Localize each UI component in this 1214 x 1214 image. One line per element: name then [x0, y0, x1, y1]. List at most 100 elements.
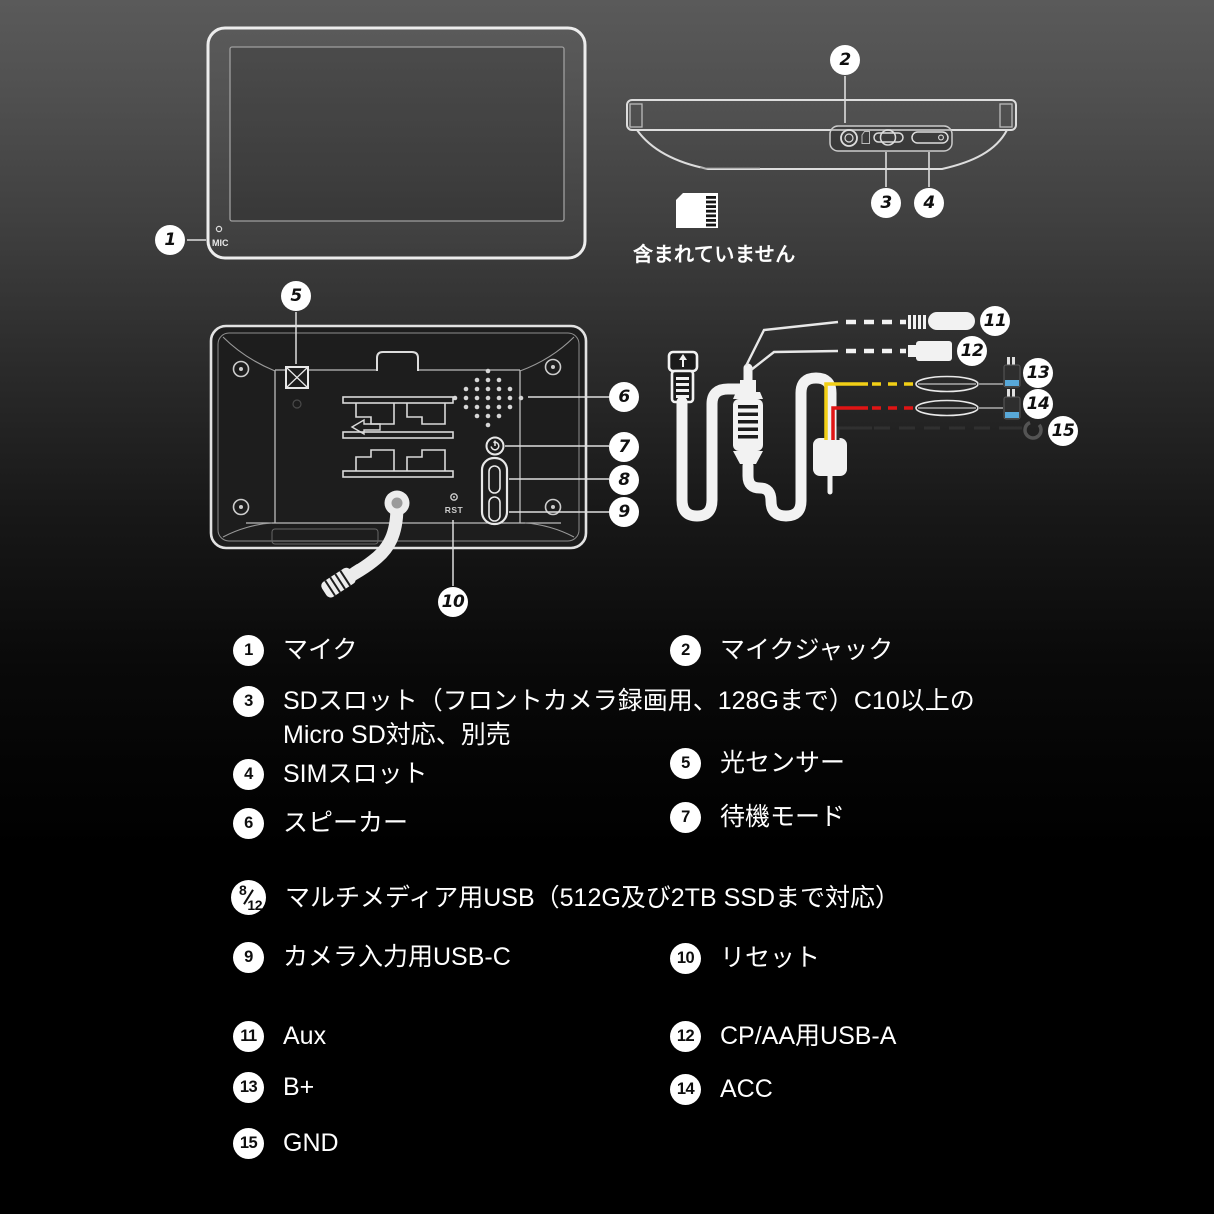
fuse-box-icon [813, 438, 847, 495]
slide-arrow-icon [350, 418, 381, 436]
legend-badge-4: 4 [233, 758, 264, 790]
callout-badge-1: 1 [155, 225, 185, 255]
light-sensor-icon [285, 366, 309, 409]
legend-label-10: リセット [720, 944, 821, 972]
callout-badge-8: 8 [609, 465, 639, 495]
callout-badge-5: 5 [281, 281, 311, 311]
callout-badge-12: 12 [957, 336, 987, 366]
mount-tab [376, 351, 419, 371]
legend-item-6: 6 スピーカー [233, 806, 408, 840]
legend-label-9: カメラ入力用USB-C [283, 943, 511, 971]
mic-hole-icon [215, 225, 223, 233]
legend-item-13: 13 B+ [233, 1070, 314, 1104]
legend-label-15: GND [283, 1129, 339, 1157]
callout-badge-7: 7 [609, 432, 639, 462]
power-button-icon [485, 436, 505, 456]
legend-label-8-12: マルチメディア用USB（512G及び2TB SSDまで対応） [285, 883, 901, 912]
screw-icons [232, 358, 562, 516]
usbc-port-icon [488, 496, 501, 522]
usba-plug-icon [846, 341, 952, 361]
legend-label-13: B+ [283, 1073, 315, 1101]
legend-badge-15: 15 [233, 1127, 264, 1159]
reset-hole-icon: RST [445, 493, 464, 515]
callout-badge-6: 6 [609, 382, 639, 412]
legend-item-14: 14 ACC [670, 1072, 773, 1106]
callout-badge-4: 4 [914, 188, 944, 218]
legend-item-10: 10 リセット [670, 941, 820, 975]
legend-badge-8-12-top: 8 [239, 882, 247, 898]
spade-connector-13-icon [1003, 357, 1021, 388]
gnd-wire [836, 420, 1043, 440]
bplus-wire [824, 375, 1003, 440]
legend-label-5: 光センサー [720, 749, 846, 777]
spade-connector-14-icon [1003, 389, 1021, 420]
front-screen [229, 46, 565, 222]
legend-item-4: 4 SIMスロット [233, 757, 427, 791]
mount-bracket-slots [342, 396, 454, 478]
back-callout-lines [295, 312, 609, 586]
camera-plug-icon [667, 350, 699, 404]
rst-label: RST [445, 505, 464, 515]
aux-plug-icon [846, 312, 975, 330]
main-connector-icon [733, 380, 763, 474]
legend-badge-13: 13 [233, 1071, 264, 1103]
legend-badge-8-12: 8 12 [231, 880, 266, 915]
legend-badge-10: 10 [670, 942, 701, 974]
legend-badge-1: 1 [233, 634, 264, 666]
legend-item-11: 11 Aux [233, 1019, 326, 1053]
power-harness [667, 312, 1043, 522]
callout-badge-15: 15 [1048, 416, 1078, 446]
top-ports-panel [829, 125, 953, 152]
speaker-grille-icon [452, 368, 524, 428]
sd-card-glyph-icon [861, 131, 870, 144]
legend-item-7: 7 待機モード [670, 800, 845, 834]
mic-label: MIC [212, 238, 229, 248]
callout-badge-10: 10 [438, 587, 468, 617]
legend-label-1: マイク [283, 636, 358, 664]
legend-badge-9: 9 [233, 941, 264, 973]
legend-item-1: 1 マイク [233, 633, 358, 667]
sim-tray-icon [911, 131, 949, 144]
harness-cable [676, 383, 749, 522]
legend-label-6: スピーカー [283, 809, 409, 837]
legend-badge-5: 5 [670, 747, 701, 779]
sd-slot-icon [873, 132, 904, 143]
legend-item-12: 12 CP/AA用USB-A [670, 1019, 896, 1053]
top-view-device: 含まれていません [626, 76, 1017, 266]
usb-port-icon [488, 465, 501, 494]
callout-badge-9: 9 [609, 497, 639, 527]
legend-item-15: 15 GND [233, 1126, 339, 1160]
callout-badge-2: 2 [830, 45, 860, 75]
legend-badge-12: 12 [670, 1020, 701, 1052]
breakout-lines [744, 320, 839, 371]
legend-badge-6: 6 [233, 807, 264, 839]
legend-badge-14: 14 [670, 1073, 701, 1105]
legend-label-4: SIMスロット [283, 760, 428, 788]
front-view-device: MIC [187, 26, 587, 260]
legend-label-7: 待機モード [720, 803, 846, 831]
sd-not-included-note: 含まれていません [633, 242, 796, 266]
legend-badge-3: 3 [233, 686, 264, 717]
mic-jack-icon [840, 129, 858, 147]
legend-badge-11: 11 [233, 1020, 264, 1052]
callout-badge-13: 13 [1023, 358, 1053, 388]
legend-badge-8-12-bottom: 12 [247, 897, 262, 913]
legend-label-12: CP/AA用USB-A [720, 1022, 897, 1050]
legend-item-5: 5 光センサー [670, 746, 845, 780]
legend-badge-7: 7 [670, 801, 701, 833]
back-view-device: RST [209, 312, 609, 598]
legend-label-3: SDスロット（フロントカメラ録画用、128Gまで）C10以上のMicro SD対… [283, 687, 975, 749]
back-cable [321, 490, 410, 598]
legend-item-9: 9 カメラ入力用USB-C [233, 940, 511, 974]
legend-item-2: 2 マイクジャック [670, 633, 893, 667]
callout-badge-3: 3 [871, 188, 901, 218]
callout-badge-11: 11 [980, 306, 1010, 336]
ring-terminal-icon [1023, 420, 1043, 440]
acc-wire [831, 399, 1003, 440]
legend-label-14: ACC [720, 1075, 773, 1103]
legend-item-3: 3 SDスロット（フロントカメラ録画用、128Gまで）C10以上のMicro S… [233, 684, 1031, 752]
legend-item-8-12: 8 12 マルチメディア用USB（512G及び2TB SSDまで対応） [231, 880, 900, 915]
microsd-card-icon [676, 193, 718, 228]
